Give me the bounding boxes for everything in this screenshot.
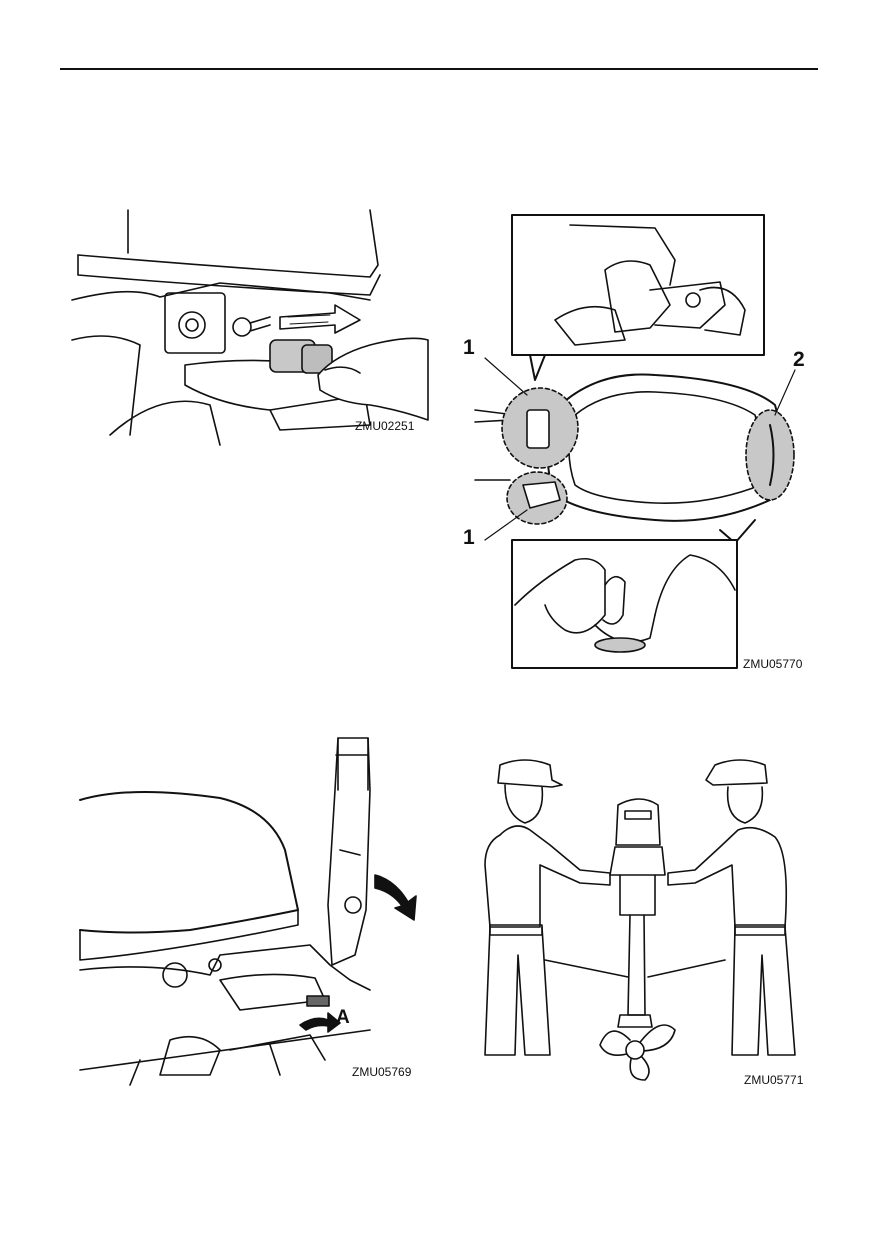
carrying-illustration	[484, 759, 796, 1081]
callout-a: A	[336, 1007, 350, 1028]
figure-code: ZMU05770	[743, 657, 803, 671]
connector-illustration	[71, 209, 429, 446]
figure-code: ZMU02251	[355, 419, 415, 433]
tiller-illustration	[79, 737, 417, 1086]
figure-tiller-handle: A ZMU05769	[70, 730, 430, 1086]
cowling-illustration	[474, 214, 796, 669]
figure-connector-removal: ZMU02251	[70, 205, 430, 446]
callout-2: 2	[793, 348, 805, 371]
figure-code: ZMU05769	[352, 1065, 412, 1079]
figure-code: ZMU05771	[744, 1073, 804, 1087]
figure-carrying-motor: ZMU05771	[470, 755, 815, 1090]
callout-1-upper: 1	[463, 336, 475, 359]
callout-1-lower: 1	[463, 526, 475, 549]
header-rule	[60, 68, 818, 70]
figure-cowling-top-view: 1 1 2 ZMU05770	[455, 210, 825, 680]
